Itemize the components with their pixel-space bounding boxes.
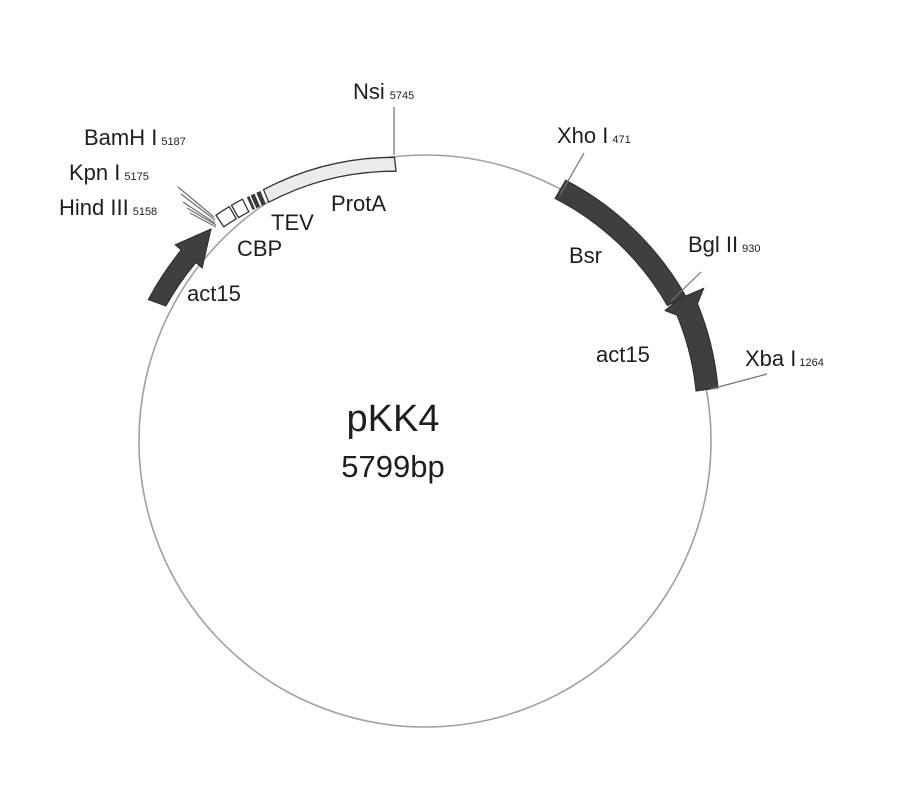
prota-feature [262, 156, 397, 204]
cbp-feature [215, 198, 250, 228]
cbp-label: CBP [237, 236, 282, 261]
bglii-site-marker [670, 271, 702, 302]
prota-label: ProtA [331, 191, 386, 216]
xbai-site-marker [710, 373, 768, 390]
act15-right-label: act15 [596, 342, 650, 367]
plasmid-size: 5799bp [341, 449, 444, 484]
xhoi-site-marker [559, 152, 585, 196]
bsr-feature [554, 179, 687, 307]
act15-right-feature [664, 287, 719, 392]
act15-left-label: act15 [187, 281, 241, 306]
tev-label: TEV [271, 210, 314, 235]
plasmid-name: pKK4 [347, 398, 440, 440]
act15-left-feature [147, 228, 212, 307]
tev-feature [246, 191, 266, 210]
bsr-label: Bsr [569, 243, 602, 268]
mcs-site-markers [177, 186, 217, 228]
plasmid-backbone [138, 154, 712, 728]
